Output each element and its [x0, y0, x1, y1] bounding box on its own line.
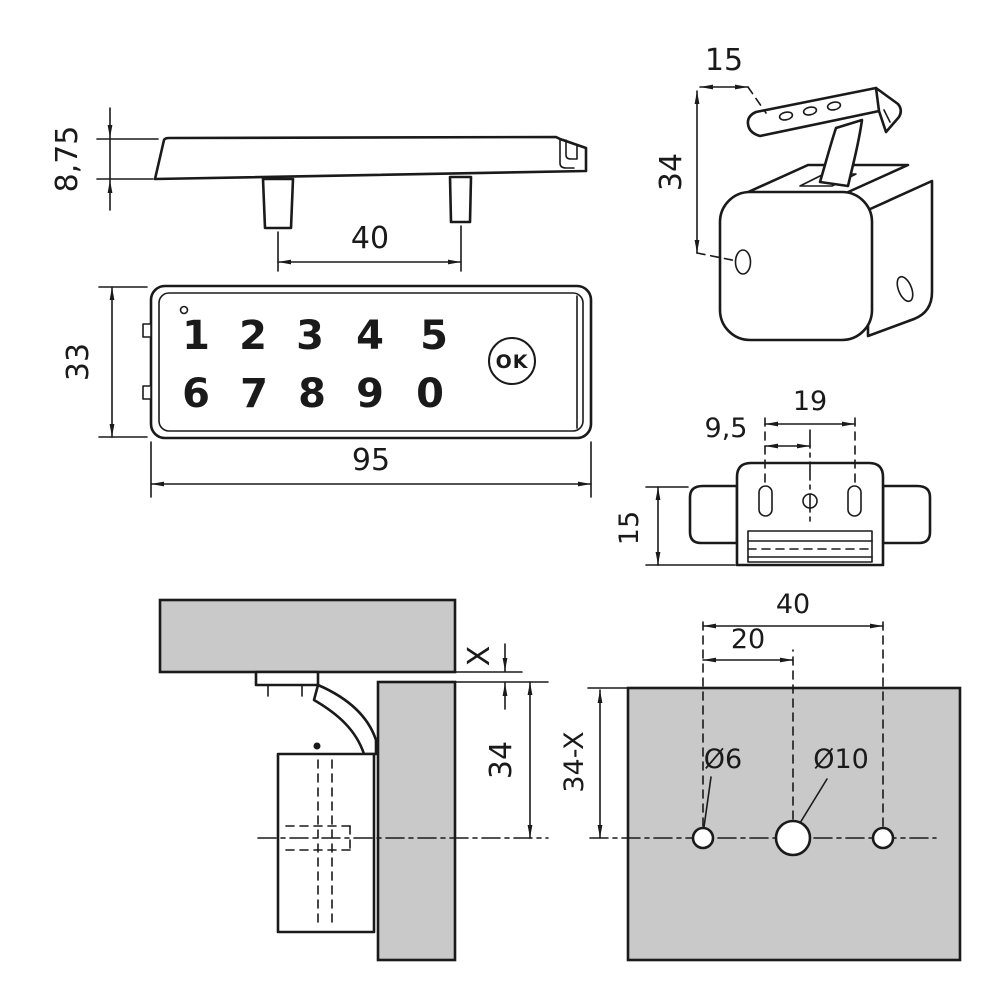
body-front-boss — [734, 249, 752, 275]
key-3[interactable]: 3 — [296, 313, 324, 359]
latch-body-front-face — [718, 190, 874, 342]
cabinet-top-panel — [158, 598, 457, 674]
mounting-pin-right — [448, 175, 473, 224]
key-5[interactable]: 5 — [420, 313, 448, 359]
door-panel — [376, 680, 457, 962]
side-view-body-outline — [153, 135, 588, 181]
key-2[interactable]: 2 — [239, 313, 267, 359]
dim-pin-spacing-label: 40 — [351, 221, 389, 256]
key-4[interactable]: 4 — [356, 313, 384, 359]
side-tab-bottom — [142, 385, 152, 400]
dim-slot-spacing-label: 19 — [793, 386, 827, 417]
key-1[interactable]: 1 — [182, 313, 210, 359]
latch-arm-opening — [799, 173, 857, 187]
dim-plate-width-label: 15 — [705, 43, 743, 78]
key-6[interactable]: 6 — [182, 371, 210, 417]
installation-section-view: X 34 — [158, 598, 549, 962]
mounting-pin-left — [261, 177, 295, 230]
side-view-clip-detail — [559, 138, 578, 169]
leader-line — [799, 778, 828, 824]
keypad-inner-frame — [158, 292, 584, 432]
dim-edge-to-axis-label: 34-X — [559, 731, 590, 792]
ext-line — [696, 252, 738, 262]
key-8[interactable]: 8 — [298, 371, 326, 417]
latch-body-side-face — [866, 179, 934, 338]
strike-wing-left — [688, 484, 739, 545]
drilling-template-view: 40 20 34-X Ø6 Ø10 — [559, 589, 962, 962]
plate-hole — [826, 101, 842, 111]
dim-front-width-label: 95 — [352, 443, 390, 478]
dim-hole-large-dia-label: Ø10 — [813, 744, 869, 775]
dim-hole-small-dia-label: Ø6 — [704, 744, 742, 775]
key-7[interactable]: 7 — [240, 371, 268, 417]
dim-hole-spacing-inner-label: 20 — [731, 624, 765, 655]
strike-slot-left — [758, 485, 773, 517]
perspective-latch-view: 15 34 — [654, 43, 934, 342]
dim-hole-spacing-outer-label: 40 — [776, 589, 810, 620]
led-indicator — [179, 305, 189, 315]
leader-line — [703, 776, 712, 828]
front-keypad-view: 1 2 3 4 5 6 7 8 9 0 OK 33 95 — [61, 284, 593, 498]
body-side-slot — [896, 275, 914, 303]
strike-slot-right — [847, 485, 862, 517]
strike-body — [735, 461, 885, 567]
ext-line — [747, 86, 767, 114]
drill-hole-large — [774, 819, 812, 857]
mounting-plate-flange — [874, 86, 903, 134]
keypad-housing-outline — [149, 284, 593, 440]
dim-latch-height-label: 34 — [654, 153, 689, 191]
lock-body-section — [276, 752, 376, 934]
dim-axis-offset-label: 34 — [484, 741, 519, 779]
strike-latch-teeth-box — [747, 530, 873, 563]
side-view: 40 8,75 — [50, 107, 588, 272]
ok-button-label: OK — [496, 351, 529, 373]
key-9[interactable]: 9 — [356, 371, 384, 417]
dim-side-height-label: 8,75 — [50, 126, 85, 193]
plate-hole — [802, 106, 818, 116]
latch-arm — [818, 118, 864, 188]
ok-button[interactable] — [488, 337, 536, 385]
lock-mounting-plate — [254, 670, 320, 687]
side-tab-top — [142, 323, 152, 338]
dim-front-height-label: 33 — [61, 343, 96, 381]
latch-arm-section — [312, 683, 378, 756]
drill-hole-small-left — [691, 826, 715, 850]
plate-hole — [778, 111, 794, 121]
drill-hole-small-right — [871, 826, 895, 850]
dim-slot-half-spacing-label: 9,5 — [705, 413, 748, 444]
dim-strike-height-label: 15 — [614, 511, 645, 545]
strike-wing-right — [881, 484, 932, 545]
arm-pivot-dot — [313, 742, 321, 750]
flange-notch-line — [883, 109, 891, 123]
strike-plate-view: 19 9,5 15 — [614, 386, 932, 567]
key-0[interactable]: 0 — [416, 371, 444, 417]
dim-panel-gap-label: X — [462, 646, 497, 667]
